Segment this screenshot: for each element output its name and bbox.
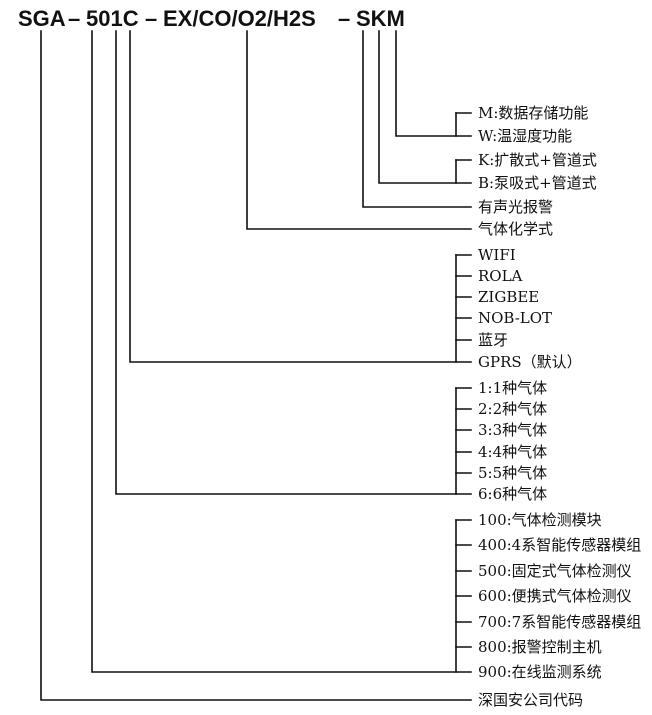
model-segment-gases: EX/CO/O2/H2S <box>163 6 316 31</box>
label-series-500: 500:固定式气体检测仪 <box>478 562 632 580</box>
line-product-series <box>91 30 472 673</box>
label-b-pump-pipe: B:泵吸式+管道式 <box>478 174 597 192</box>
line-storage-function <box>395 30 472 137</box>
model-dash: – <box>338 6 351 31</box>
label-bluetooth: 蓝牙 <box>478 331 509 349</box>
label-gas-count-5: 5:5种气体 <box>478 464 548 482</box>
label-gas-count-4: 4:4种气体 <box>478 443 548 461</box>
label-w-temp-humidity: W:温湿度功能 <box>478 127 573 145</box>
label-rola: ROLA <box>478 267 523 285</box>
label-series-100: 100:气体检测模块 <box>478 511 602 529</box>
label-gas-count-2: 2:2种气体 <box>478 400 548 418</box>
label-sound-light-alarm: 有声光报警 <box>478 198 554 216</box>
label-gas-count-1: 1:1种气体 <box>478 379 548 397</box>
label-series-700: 700:7系智能传感器模组 <box>478 613 642 631</box>
model-segment-company: SGA <box>18 6 66 31</box>
label-series-800: 800:报警控制主机 <box>478 638 602 656</box>
line-sampling-type <box>378 30 472 184</box>
label-nob-lot: NOB-LOT <box>478 309 553 327</box>
label-company-code: 深国安公司代码 <box>478 691 584 709</box>
label-series-900: 900:在线监测系统 <box>478 663 602 681</box>
label-k-diffusion-pipe: K:扩散式+管道式 <box>478 151 597 169</box>
model-segment-series: 501C <box>86 6 139 31</box>
label-gas-chemical-formula: 气体化学式 <box>478 220 554 238</box>
line-communication <box>129 30 472 363</box>
label-zigbee: ZIGBEE <box>478 288 540 306</box>
label-gprs-default: GPRS（默认） <box>478 353 582 371</box>
label-wifi: WIFI <box>478 246 516 264</box>
line-gas-count <box>115 30 472 495</box>
model-dash: – <box>145 6 158 31</box>
label-gas-count-3: 3:3种气体 <box>478 421 548 439</box>
label-series-400: 400:4系智能传感器模组 <box>478 536 642 554</box>
model-dash: – <box>68 6 81 31</box>
model-segment-options: SKM <box>356 6 405 31</box>
line-company-code <box>40 30 472 701</box>
label-series-600: 600:便携式气体检测仪 <box>478 587 632 605</box>
label-gas-count-6: 6:6种气体 <box>478 485 548 503</box>
line-alarm <box>362 30 472 208</box>
line-gas-formula <box>246 30 472 230</box>
label-m-data-storage: M:数据存储功能 <box>478 104 589 122</box>
